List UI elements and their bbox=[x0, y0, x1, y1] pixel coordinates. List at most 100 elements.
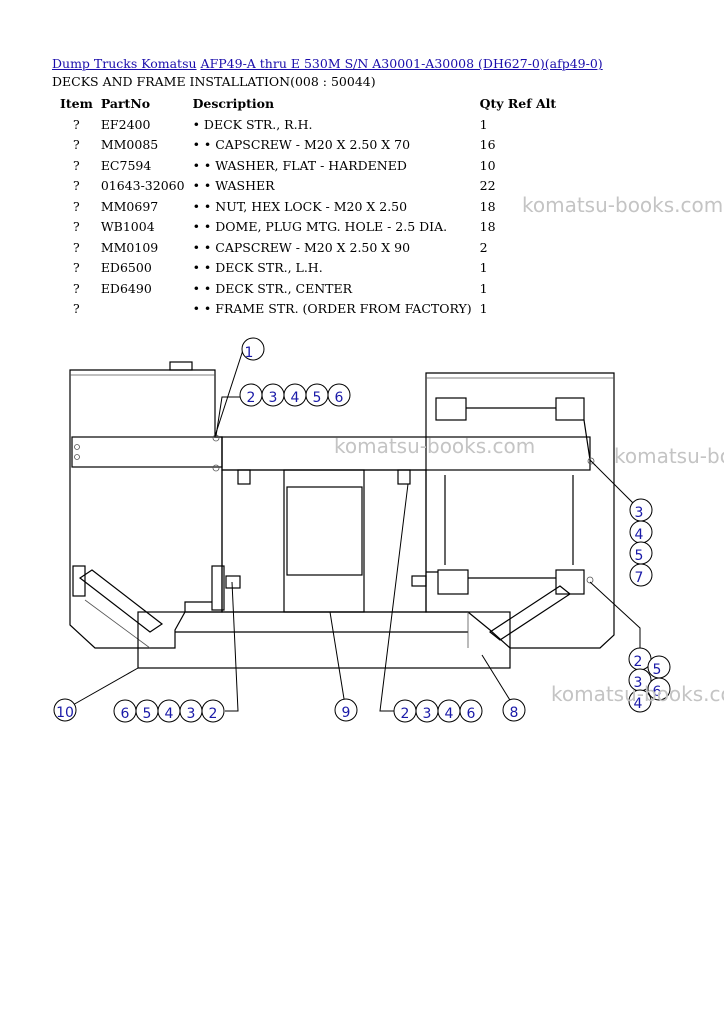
parts-table: Item PartNo Description Qty Ref Alt ? EF2… bbox=[56, 93, 574, 319]
leader-lines bbox=[63, 349, 641, 712]
callout-label: 2 bbox=[209, 706, 218, 722]
callout-label: 2 bbox=[247, 390, 256, 406]
callout-label: 4 bbox=[634, 696, 643, 712]
callout-3-right: 3 bbox=[629, 498, 653, 522]
breadcrumb-link-model[interactable]: AFP49-A thru E 530M S/N A30001-A30008 (D… bbox=[200, 56, 603, 71]
callout-label: 5 bbox=[653, 662, 662, 678]
watermark: komatsu-books.com bbox=[614, 444, 724, 468]
cell-qty: 1 bbox=[479, 301, 488, 317]
cell-qty: 1 bbox=[479, 280, 488, 296]
header-item: Item bbox=[60, 96, 93, 111]
callout-1: 1 bbox=[241, 337, 265, 361]
callout-label: 4 bbox=[635, 527, 644, 543]
cell-item: ? bbox=[73, 137, 80, 153]
header-partno: PartNo bbox=[100, 96, 151, 111]
callout-label: 5 bbox=[635, 548, 644, 564]
cell-item: ? bbox=[73, 198, 80, 214]
table-row: ? MM0085 • • CAPSCREW - M20 X 2.50 X 70 16 bbox=[56, 135, 574, 156]
callout-4-top: 4 bbox=[283, 383, 307, 407]
callout-5-lower-right: 5 bbox=[647, 655, 671, 679]
callout-3-top: 3 bbox=[261, 383, 285, 407]
callout-10: 10 bbox=[53, 698, 77, 722]
table-row: ?EF2400• DECK STR., R.H.1 bbox=[56, 114, 574, 135]
callout-2-bottom-left: 2 bbox=[201, 699, 225, 723]
cell-item: ? bbox=[73, 239, 80, 255]
callout-4-bottom-left: 4 bbox=[157, 699, 181, 723]
callout-label: 2 bbox=[401, 706, 410, 722]
callout-4-right: 4 bbox=[629, 520, 653, 544]
table-header-row: Item PartNo Description Qty Ref Alt bbox=[56, 93, 574, 114]
callout-label: 3 bbox=[635, 505, 644, 521]
callout-label: 4 bbox=[445, 706, 454, 722]
callout-label: 3 bbox=[187, 706, 196, 722]
cell-qty: 10 bbox=[479, 157, 496, 173]
callout-6-bottom-left: 6 bbox=[113, 699, 137, 723]
callout-6-lower-right: 6 bbox=[647, 677, 671, 701]
header-qty-ref-alt: Qty Ref Alt bbox=[479, 96, 557, 111]
parts-diagram: 1 2 3 4 5 6 3 4 5 7 2 5 3 6 4 10 6 5 4 3… bbox=[53, 337, 671, 723]
callout-label: 3 bbox=[269, 390, 278, 406]
cell-partno: WB1004 bbox=[100, 219, 155, 235]
cell-item: ? bbox=[73, 157, 80, 173]
callout-7-right: 7 bbox=[629, 563, 653, 587]
callout-label: 3 bbox=[423, 706, 432, 722]
callout-label: 5 bbox=[143, 706, 152, 722]
cell-description: • • CAPSCREW - M20 X 2.50 X 70 bbox=[192, 137, 411, 153]
callout-6-top: 6 bbox=[327, 383, 351, 407]
breadcrumb-link-dump-trucks[interactable]: Dump Trucks Komatsu bbox=[52, 56, 197, 71]
watermark: komatsu-books.com bbox=[551, 682, 724, 706]
callout-label: 7 bbox=[635, 570, 644, 586]
callout-8: 8 bbox=[502, 698, 526, 722]
cell-item: ? bbox=[73, 116, 80, 132]
cell-description: • • FRAME STR. (ORDER FROM FACTORY) bbox=[192, 301, 472, 317]
cell-item: ? bbox=[73, 260, 80, 276]
callout-label: 9 bbox=[342, 705, 351, 721]
callout-3-bottom-left: 3 bbox=[179, 699, 203, 723]
callout-5-top: 5 bbox=[305, 383, 329, 407]
cell-qty: 16 bbox=[479, 137, 496, 153]
cell-qty: 1 bbox=[479, 260, 488, 276]
page-subtitle: DECKS AND FRAME INSTALLATION(008 : 50044… bbox=[52, 74, 376, 89]
watermark: komatsu-books.com bbox=[522, 193, 724, 217]
cell-description: • • CAPSCREW - M20 X 2.50 X 90 bbox=[192, 239, 411, 255]
callout-4-lower-right: 4 bbox=[628, 689, 652, 713]
callout-2-bottom-center: 2 bbox=[393, 699, 417, 723]
callout-label: 6 bbox=[653, 684, 662, 700]
callout-3-bottom-center: 3 bbox=[415, 699, 439, 723]
cell-qty: 18 bbox=[479, 198, 496, 214]
cell-partno: EF2400 bbox=[100, 116, 151, 132]
header-description: Description bbox=[192, 96, 275, 111]
callout-5-right: 5 bbox=[629, 541, 653, 565]
table-row: ? WB1004 • • DOME, PLUG MTG. HOLE - 2.5 DI… bbox=[56, 217, 574, 238]
callout-label: 6 bbox=[467, 706, 476, 722]
callout-label: 4 bbox=[291, 390, 300, 406]
table-row: ? ED6500 • • DECK STR., L.H. 1 bbox=[56, 258, 574, 279]
cell-description: • • WASHER, FLAT - HARDENED bbox=[192, 157, 407, 173]
cell-description: • • DOME, PLUG MTG. HOLE - 2.5 DIA. bbox=[192, 219, 448, 235]
callout-label: 10 bbox=[56, 705, 74, 721]
cell-description: • • DECK STR., L.H. bbox=[192, 260, 323, 276]
cell-partno: ED6500 bbox=[100, 260, 152, 276]
cell-partno: 01643-32060 bbox=[100, 178, 185, 194]
cell-item: ? bbox=[73, 301, 80, 317]
cell-partno: ED6490 bbox=[100, 280, 152, 296]
cell-qty: 2 bbox=[479, 239, 488, 255]
cell-qty: 18 bbox=[479, 219, 496, 235]
callout-5-bottom-left: 5 bbox=[135, 699, 159, 723]
callout-label: 3 bbox=[634, 675, 643, 691]
cell-partno bbox=[97, 299, 189, 320]
cell-partno: MM0085 bbox=[100, 137, 159, 153]
callout-label: 6 bbox=[335, 390, 344, 406]
cell-partno: MM0109 bbox=[100, 239, 159, 255]
cell-item: ? bbox=[73, 178, 80, 194]
callout-6-bottom-center: 6 bbox=[459, 699, 483, 723]
callout-9: 9 bbox=[334, 698, 358, 722]
callout-label: 8 bbox=[510, 705, 519, 721]
cell-item: ? bbox=[73, 219, 80, 235]
cell-partno: MM0697 bbox=[100, 198, 159, 214]
breadcrumb: Dump Trucks Komatsu AFP49-A thru E 530M … bbox=[52, 56, 603, 71]
